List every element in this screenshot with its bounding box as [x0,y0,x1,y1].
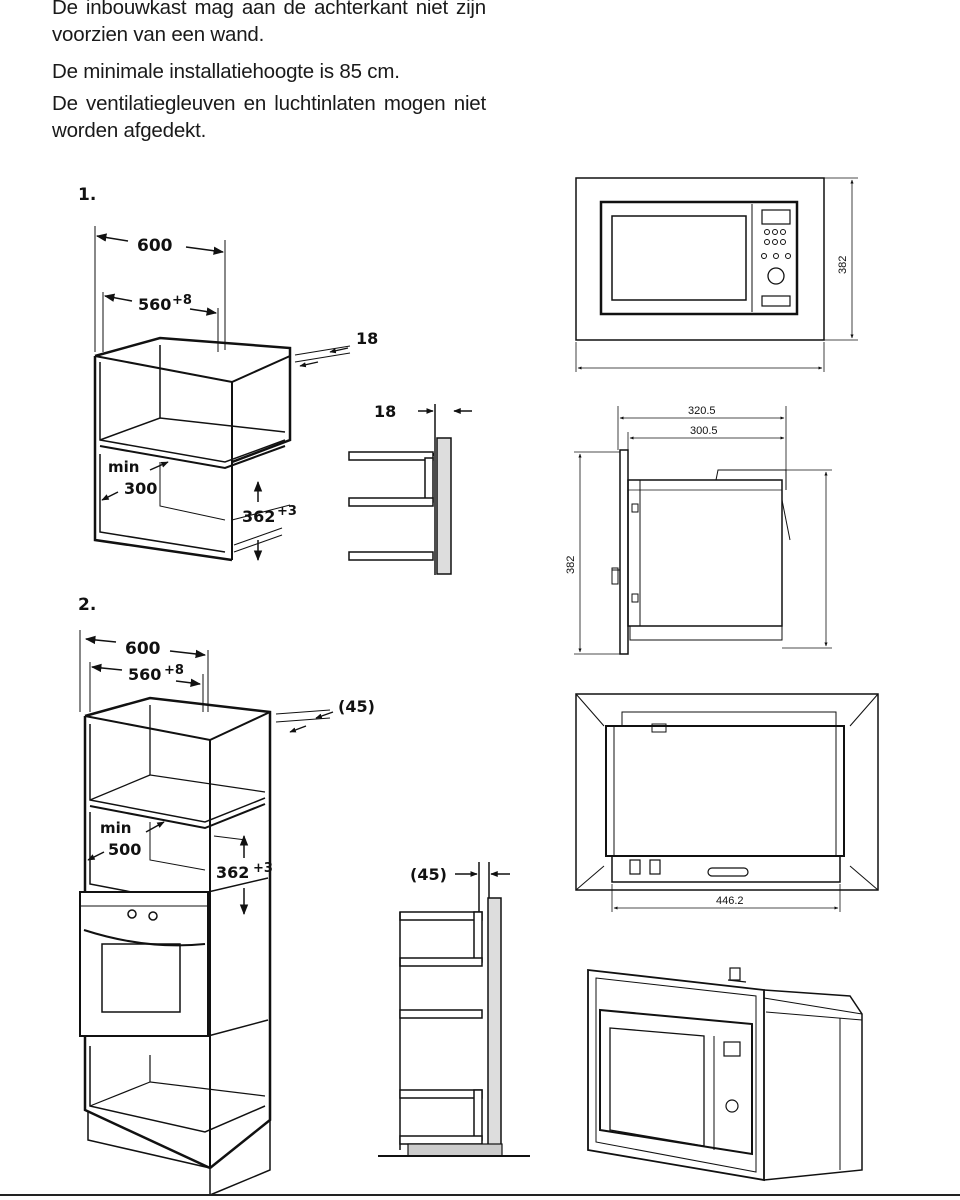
fig2-side-45: (45) [410,865,447,884]
figure-2-number: 2. [78,595,96,615]
fig2-height-362-tol: +3 [253,861,273,876]
top-view: 446.2 [575,693,879,912]
fig1-width-560-tol: +8 [172,293,192,308]
fig2-width-600: 600 [125,639,161,659]
fig1-width-600: 600 [137,236,173,256]
text-min-height: De minimale installatiehoogte is 85 cm. [52,60,400,83]
fig1-width-560: 560 [138,295,171,314]
figure-2-cabinet: 2. 600 560 +8 [78,595,530,1196]
fig1-thickness-18: 18 [356,329,378,348]
figure-1-number: 1. [78,185,96,205]
fig2-width-560-tol: +8 [164,663,184,678]
text-ventilation: De ventilatiegleuven en luchtinlaten mog… [52,92,486,142]
fig2-width-560: 560 [128,665,161,684]
front-view: 382 [575,177,858,372]
text-rear-wall: De inbouwkast mag aan de achterkant niet… [52,0,486,46]
side-depth-320: 320.5 [688,405,716,417]
front-height-382: 382 [837,256,849,274]
fig1-height-362-tol: +3 [277,504,297,519]
page-bottom-rule [0,1194,960,1196]
fig2-height-362: 362 [216,863,249,882]
fig2-min-500: 500 [108,840,141,859]
top-width-446: 446.2 [716,895,744,907]
fig1-height-362: 362 [242,507,275,526]
fig1-side-18: 18 [374,402,396,421]
fig1-min-label: min [108,458,139,476]
figure-1-cabinet: 1. 600 560 +8 18 min [78,185,472,575]
fig2-min-label: min [100,819,131,837]
side-height-382: 382 [565,556,577,574]
side-depth-300: 300.5 [690,425,718,437]
fig2-thickness-45: (45) [338,697,375,716]
perspective-view [587,967,863,1182]
side-view: 320.5 300.5 382 [565,405,832,655]
fig1-min-300: 300 [124,479,157,498]
